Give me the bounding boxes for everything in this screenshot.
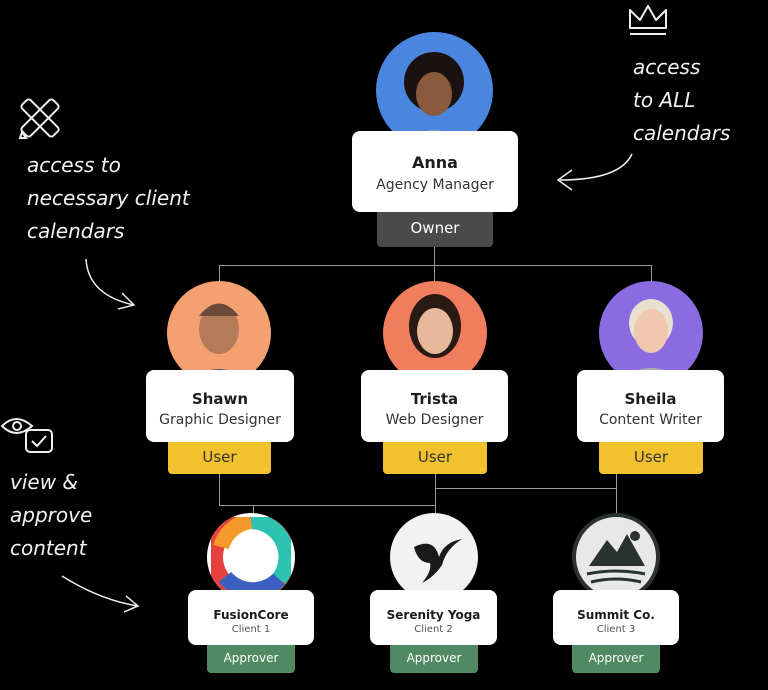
team-card-sheila: Sheila Content Writer xyxy=(577,370,724,442)
clients-note: view & approve content xyxy=(10,466,92,565)
client-card-serenity-yoga: Serenity Yoga Client 2 xyxy=(370,590,497,645)
user-badge: User xyxy=(168,442,271,474)
member-name: Shawn xyxy=(191,390,249,408)
team-card-shawn: Shawn Graphic Designer xyxy=(146,370,294,442)
member-name: Sheila xyxy=(624,390,677,408)
crown-icon xyxy=(629,5,667,35)
client-label: Client 1 xyxy=(231,624,271,635)
member-role: Graphic Designer xyxy=(159,412,281,428)
team-note: access to necessary client calendars xyxy=(27,149,190,248)
member-name: Trista xyxy=(410,390,459,408)
approver-badge: Approver xyxy=(207,645,295,673)
note-line: necessary client xyxy=(27,186,190,210)
client-name: FusionCore xyxy=(213,608,289,622)
fusioncore-logo xyxy=(207,513,295,601)
note-line: calendars xyxy=(633,121,731,145)
client-card-summit-co: Summit Co. Client 3 xyxy=(553,590,679,645)
client-name: Serenity Yoga xyxy=(386,608,481,622)
connector xyxy=(253,505,254,517)
note-line: calendars xyxy=(27,219,125,243)
pencil-ruler-icon xyxy=(18,98,60,139)
connector xyxy=(616,474,617,514)
connector xyxy=(434,247,435,265)
eye-check-icon xyxy=(0,418,53,453)
owner-name: Anna xyxy=(412,153,458,172)
client-label: Client 2 xyxy=(414,624,453,635)
note-line: access to xyxy=(27,153,121,177)
note-line: content xyxy=(10,536,87,560)
connector xyxy=(435,474,436,514)
user-badge: User xyxy=(599,442,703,474)
arrow-icon xyxy=(556,153,633,191)
owner-card: Anna Agency Manager xyxy=(352,131,518,212)
client-card-fusioncore: FusionCore Client 1 xyxy=(188,590,314,645)
approver-badge: Approver xyxy=(572,645,660,673)
owner-badge: Owner xyxy=(377,212,493,247)
summit-co-logo xyxy=(572,513,660,601)
approver-badge: Approver xyxy=(390,645,478,673)
serenity-yoga-logo xyxy=(390,513,478,601)
note-line: view & xyxy=(10,470,79,494)
note-line: access xyxy=(633,55,701,79)
connector xyxy=(434,265,435,285)
owner-avatar xyxy=(376,32,493,149)
connector xyxy=(219,265,652,266)
team-avatar-sheila xyxy=(599,281,703,385)
member-role: Content Writer xyxy=(599,412,702,428)
note-line: to ALL xyxy=(633,88,696,112)
owner-role: Agency Manager xyxy=(376,177,494,193)
connector xyxy=(435,488,616,489)
arrow-icon xyxy=(85,258,136,310)
client-label: Client 3 xyxy=(596,624,636,635)
note-line: approve xyxy=(10,503,93,527)
user-badge: User xyxy=(383,442,487,474)
connector xyxy=(219,265,220,285)
connector xyxy=(651,265,652,285)
client-name: Summit Co. xyxy=(577,608,655,622)
owner-note: access to ALL calendars xyxy=(633,51,730,150)
connector xyxy=(219,474,220,505)
connector xyxy=(219,505,435,506)
member-role: Web Designer xyxy=(385,412,484,428)
arrow-icon xyxy=(61,575,140,613)
team-card-trista: Trista Web Designer xyxy=(361,370,508,442)
